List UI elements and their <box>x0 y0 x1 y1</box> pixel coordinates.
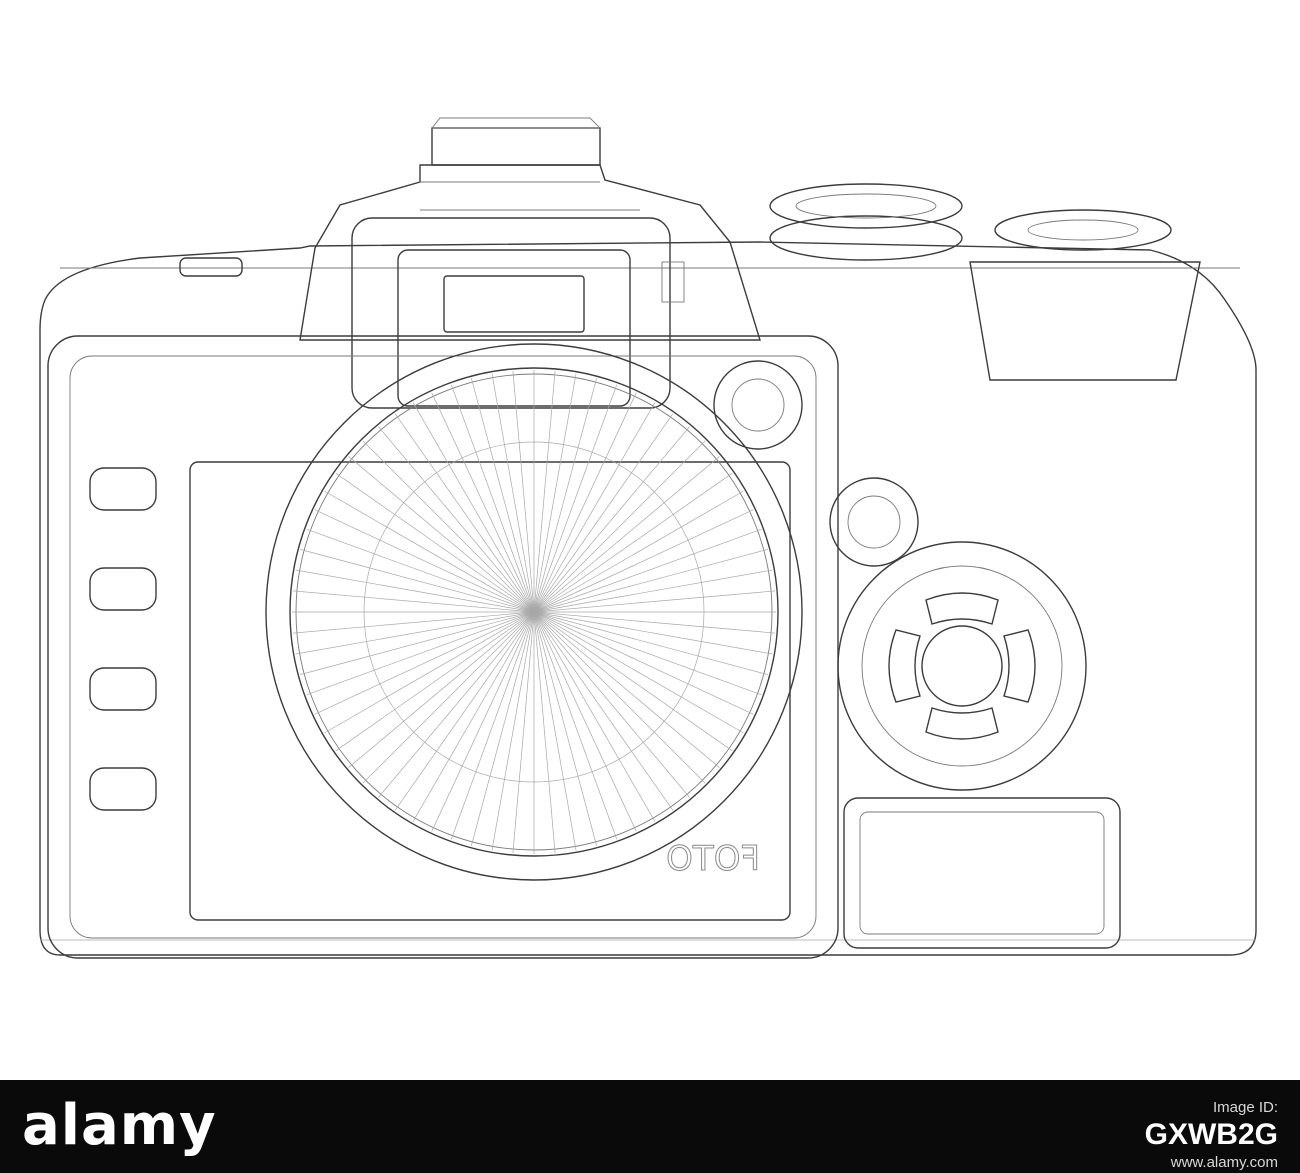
image-id-label: Image ID: <box>1212 1099 1278 1116</box>
wheel-spoke <box>491 373 535 613</box>
wheel-spoke <box>533 402 656 613</box>
wheel-spoke <box>533 373 577 613</box>
wheel-spoke <box>378 611 535 798</box>
wheel-spoke <box>306 528 535 613</box>
wheel-spoke <box>295 611 535 655</box>
engraving-text: FOTO <box>666 839 760 879</box>
camera-body <box>39 241 1257 956</box>
wheel-spoke <box>533 611 637 832</box>
wheel-spoke <box>378 426 535 613</box>
wheel-spoke <box>295 569 535 613</box>
wheel-spoke <box>533 426 690 613</box>
dpad <box>837 541 1087 791</box>
watermark-bar: alamy Image ID: GXWB2G www.alamy.com <box>0 1080 1300 1173</box>
top-dial-left <box>769 183 963 261</box>
wheel-spoke <box>533 549 768 613</box>
wheel-spoke <box>412 402 535 613</box>
camera-wireframe-svg: FOTO <box>39 117 1257 959</box>
viewfinder-eyepiece <box>351 217 685 409</box>
wheel-spoke <box>533 611 744 734</box>
wheel-spoke <box>533 490 744 613</box>
wheel-spoke <box>533 370 556 613</box>
wheel-spoke <box>533 569 773 613</box>
wheel-spoke <box>324 611 535 734</box>
wheel-spoke <box>512 370 535 613</box>
wheel-spoke <box>533 611 776 634</box>
wheel-spoke <box>394 611 535 811</box>
wheel-spoke <box>533 611 618 840</box>
wheel-spoke <box>533 611 720 768</box>
wheel-spoke <box>533 509 754 613</box>
wheel-spoke <box>314 509 535 613</box>
wheel-spoke <box>533 611 577 851</box>
wheel-spoke <box>533 611 773 655</box>
wheel-spoke <box>471 378 535 613</box>
wheel-spoke <box>335 611 535 752</box>
wheel-spoke <box>348 611 535 768</box>
wheel-spoke <box>533 440 706 613</box>
wheel-spoke <box>533 611 690 798</box>
watermark-meta: Image ID: GXWB2G www.alamy.com <box>1145 1098 1278 1172</box>
wheel-spoke <box>533 384 618 613</box>
lcd-side-buttons <box>89 467 157 811</box>
wheel-spoke <box>394 413 535 613</box>
spoke-wheel <box>265 343 803 881</box>
wheel-spoke <box>348 456 535 613</box>
wheel-spoke <box>533 611 656 822</box>
wheel-spoke <box>533 611 706 784</box>
wheel-spoke <box>306 611 535 696</box>
top-dial-right <box>969 209 1201 381</box>
wheel-spoke <box>533 456 720 613</box>
wheel-spoke <box>362 440 535 613</box>
wheel-spoke <box>533 392 637 613</box>
wheel-spoke <box>533 590 776 613</box>
wheel-spoke <box>533 413 674 613</box>
pentaprism-hump <box>299 117 761 341</box>
wheel-spoke <box>471 611 535 846</box>
wheel-spoke <box>533 611 556 854</box>
wheel-spoke <box>292 611 535 634</box>
wheel-spoke <box>292 590 535 613</box>
wheel-spoke <box>335 472 535 613</box>
wheel-spoke <box>412 611 535 822</box>
wheel-spoke <box>533 611 597 846</box>
brand-logo: alamy <box>22 1093 217 1158</box>
wheel-spoke <box>533 611 733 752</box>
wheel-spoke <box>491 611 535 851</box>
wheel-spoke <box>533 611 762 696</box>
wheel-spoke <box>533 611 674 811</box>
lower-button <box>843 797 1121 949</box>
wheel-spoke <box>431 392 535 613</box>
wheel-spoke <box>533 528 762 613</box>
wheel-spoke <box>533 472 733 613</box>
wheel-spoke <box>300 549 535 613</box>
wheel-spoke <box>362 611 535 784</box>
round-button-upper <box>713 360 803 450</box>
site-url: www.alamy.com <box>1170 1154 1278 1171</box>
wheel-spoke <box>512 611 535 854</box>
round-button-middle <box>829 477 919 567</box>
wheel-spoke <box>450 611 535 840</box>
wheel-spoke <box>533 611 754 715</box>
wheel-spoke <box>314 611 535 715</box>
wheel-spoke <box>533 378 597 613</box>
image-id: GXWB2G <box>1144 1118 1278 1151</box>
wheel-spoke <box>431 611 535 832</box>
wheel-spoke <box>300 611 535 675</box>
wheel-spoke <box>324 490 535 613</box>
small-top-button <box>179 257 243 277</box>
camera-wireframe-illustration: FOTO <box>39 117 1257 959</box>
wheel-spoke <box>450 384 535 613</box>
wheel-spoke <box>533 611 768 675</box>
